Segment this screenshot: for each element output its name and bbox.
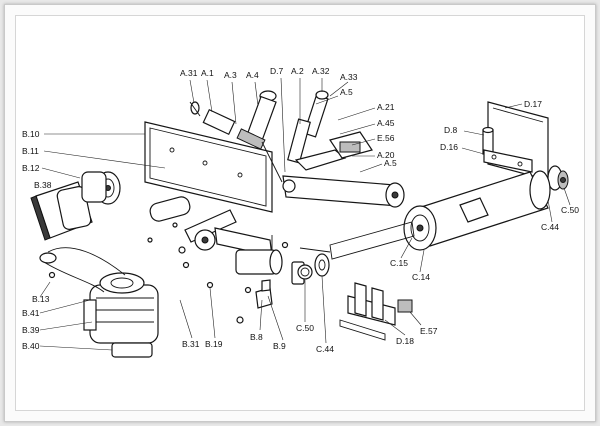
- label-a1: A.1: [201, 68, 214, 78]
- part-labels: A.31 A.1 A.3 A.4 D.7 A.2 A.32 A.33 A.5 A…: [22, 66, 579, 354]
- label-c50-mid: C.50: [296, 323, 314, 333]
- lower-motor-assembly: [83, 272, 159, 358]
- label-d8: D.8: [444, 125, 458, 135]
- label-b12: B.12: [22, 163, 40, 173]
- lower-right-bracket-assembly: [339, 282, 413, 341]
- label-e56: E.56: [377, 133, 395, 143]
- label-a4: A.4: [246, 70, 259, 80]
- label-b38: B.38: [34, 180, 52, 190]
- label-c44-right: C.44: [541, 222, 559, 232]
- label-a5-mid: A.5: [384, 158, 397, 168]
- label-a45: A.45: [377, 118, 395, 128]
- top-actuator-assembly: [189, 90, 405, 208]
- drive-belt: [39, 247, 126, 293]
- label-a20: A.20: [377, 150, 395, 160]
- leader-lines: [39, 77, 571, 351]
- label-b40: B.40: [22, 341, 40, 351]
- label-b13: B.13: [32, 294, 50, 304]
- label-d18: D.18: [396, 336, 414, 346]
- label-b39: B.39: [22, 325, 40, 335]
- label-a31: A.31: [180, 68, 198, 78]
- main-cylinder-assembly: [299, 170, 551, 260]
- label-d17: D.17: [524, 99, 542, 109]
- label-b11: B.11: [22, 146, 39, 156]
- label-b31: B.31: [182, 339, 200, 349]
- label-e57: E.57: [420, 326, 438, 336]
- upper-motor-assembly: [30, 171, 121, 241]
- label-a5-top: A.5: [340, 87, 353, 97]
- label-b41: B.41: [22, 308, 40, 318]
- label-a32: A.32: [312, 66, 330, 76]
- right-bracket-assembly: [482, 101, 569, 191]
- label-d7: D.7: [270, 66, 284, 76]
- label-b19: B.19: [205, 339, 223, 349]
- label-c50-right: C.50: [561, 205, 579, 215]
- label-a33: A.33: [340, 72, 358, 82]
- main-mounting-plate: [144, 121, 273, 213]
- label-c44-mid: C.44: [316, 344, 334, 354]
- small-parts: [48, 241, 289, 309]
- middle-linkage-assembly: [147, 196, 330, 324]
- label-b9: B.9: [273, 341, 286, 351]
- label-b8: B.8: [250, 332, 263, 342]
- label-c14: C.14: [412, 272, 430, 282]
- label-b10: B.10: [22, 129, 40, 139]
- label-a3: A.3: [224, 70, 237, 80]
- label-c15: C.15: [390, 258, 408, 268]
- label-a21: A.21: [377, 102, 395, 112]
- label-a2: A.2: [291, 66, 304, 76]
- label-d16: D.16: [440, 142, 458, 152]
